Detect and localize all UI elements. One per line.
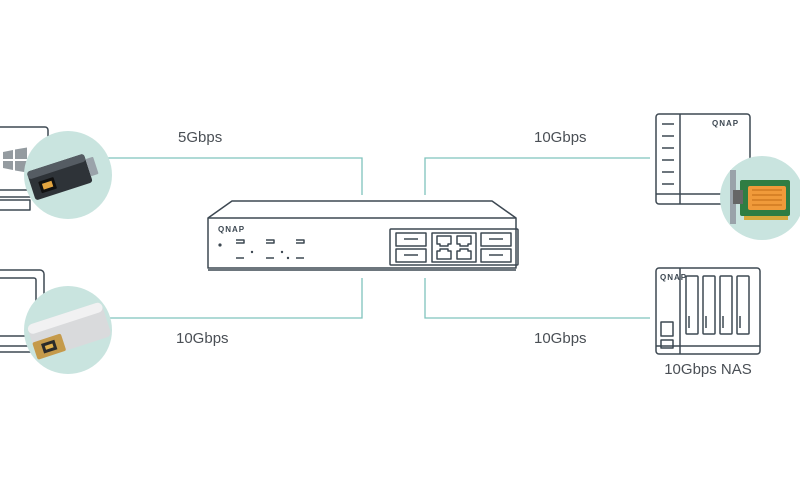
wire-bottom-left — [108, 278, 363, 319]
switch-brand-logo: QNAP — [218, 225, 245, 234]
connection-wires — [108, 157, 650, 319]
sfp-ports-right — [480, 232, 512, 263]
network-switch-icon: QNAP — [207, 200, 519, 271]
link-speed-label-top-right: 10Gbps — [534, 129, 587, 146]
wire-bottom-right — [424, 278, 650, 319]
drive-bays — [685, 275, 750, 335]
nas-caption: 10Gbps NAS — [664, 361, 752, 378]
link-speed-label-top-left: 5Gbps — [178, 129, 222, 146]
link-speed-label-bottom-right: 10Gbps — [534, 330, 587, 347]
sfp-ports-left — [395, 232, 427, 263]
thunderbolt-10gbe-adapter-icon — [24, 286, 112, 374]
wire-top-left — [108, 157, 363, 195]
link-speed-label-bottom-left: 10Gbps — [176, 330, 229, 347]
usb-5gbe-adapter-icon — [24, 131, 112, 219]
pcie-nic-card-icon — [720, 156, 800, 240]
nas-top-brand-logo: QNAP — [712, 119, 739, 128]
rj45-ports — [431, 232, 477, 263]
nas-bottom-brand-logo: QNAP — [660, 273, 687, 282]
wire-top-right — [424, 157, 650, 195]
nas-rack-icon: QNAP — [655, 267, 761, 355]
